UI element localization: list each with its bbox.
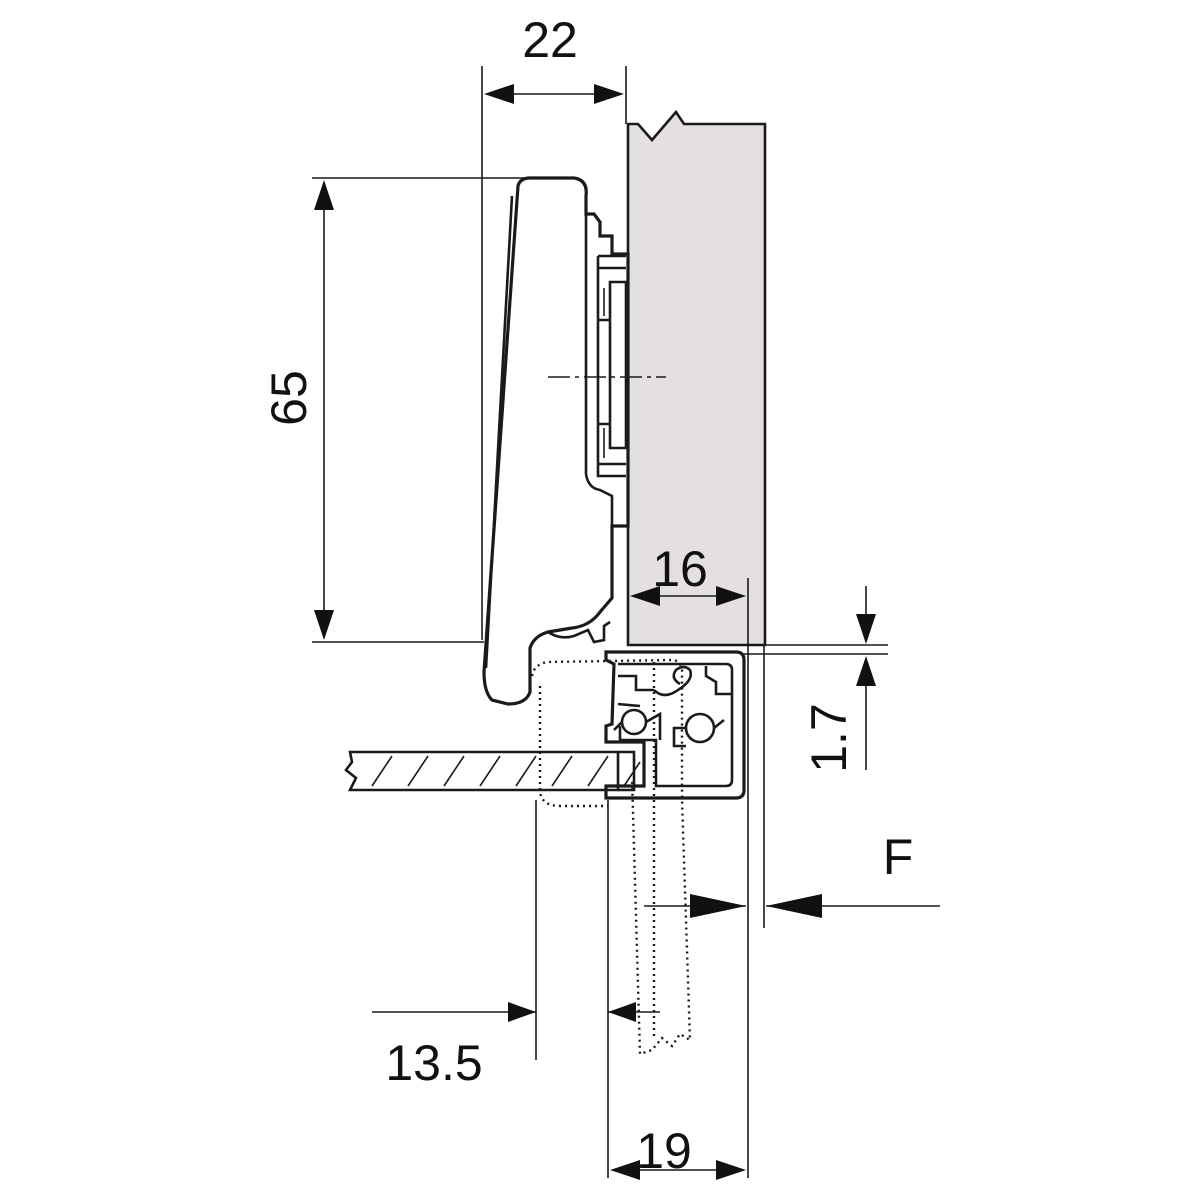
- aluminium-profile: [604, 650, 746, 800]
- dimension-19-line: [610, 1160, 746, 1180]
- hinge-arm: [482, 176, 630, 706]
- glass-door: [344, 750, 641, 792]
- dimension-16-line: [630, 586, 746, 606]
- dimension-65-line: [314, 180, 334, 640]
- cabinet-side-panel: [626, 109, 767, 647]
- dimension-1-7-line: [856, 586, 876, 770]
- ghost-open-position: [530, 658, 692, 1056]
- dimension-F-line: [690, 894, 940, 918]
- dimension-65-label: 65: [261, 370, 317, 426]
- dimension-1-7-label: 1.7: [801, 703, 857, 773]
- dimension-22-line: [484, 84, 624, 104]
- extension-lines: [312, 66, 888, 1178]
- dimension-22-label: 22: [522, 12, 578, 68]
- dimension-19-label: 19: [636, 1123, 692, 1179]
- dimension-13-5-label: 13.5: [385, 1035, 482, 1091]
- dimension-F-label: F: [883, 829, 914, 885]
- dimension-13-5-line: [372, 1002, 660, 1022]
- dimension-16-label: 16: [652, 541, 708, 597]
